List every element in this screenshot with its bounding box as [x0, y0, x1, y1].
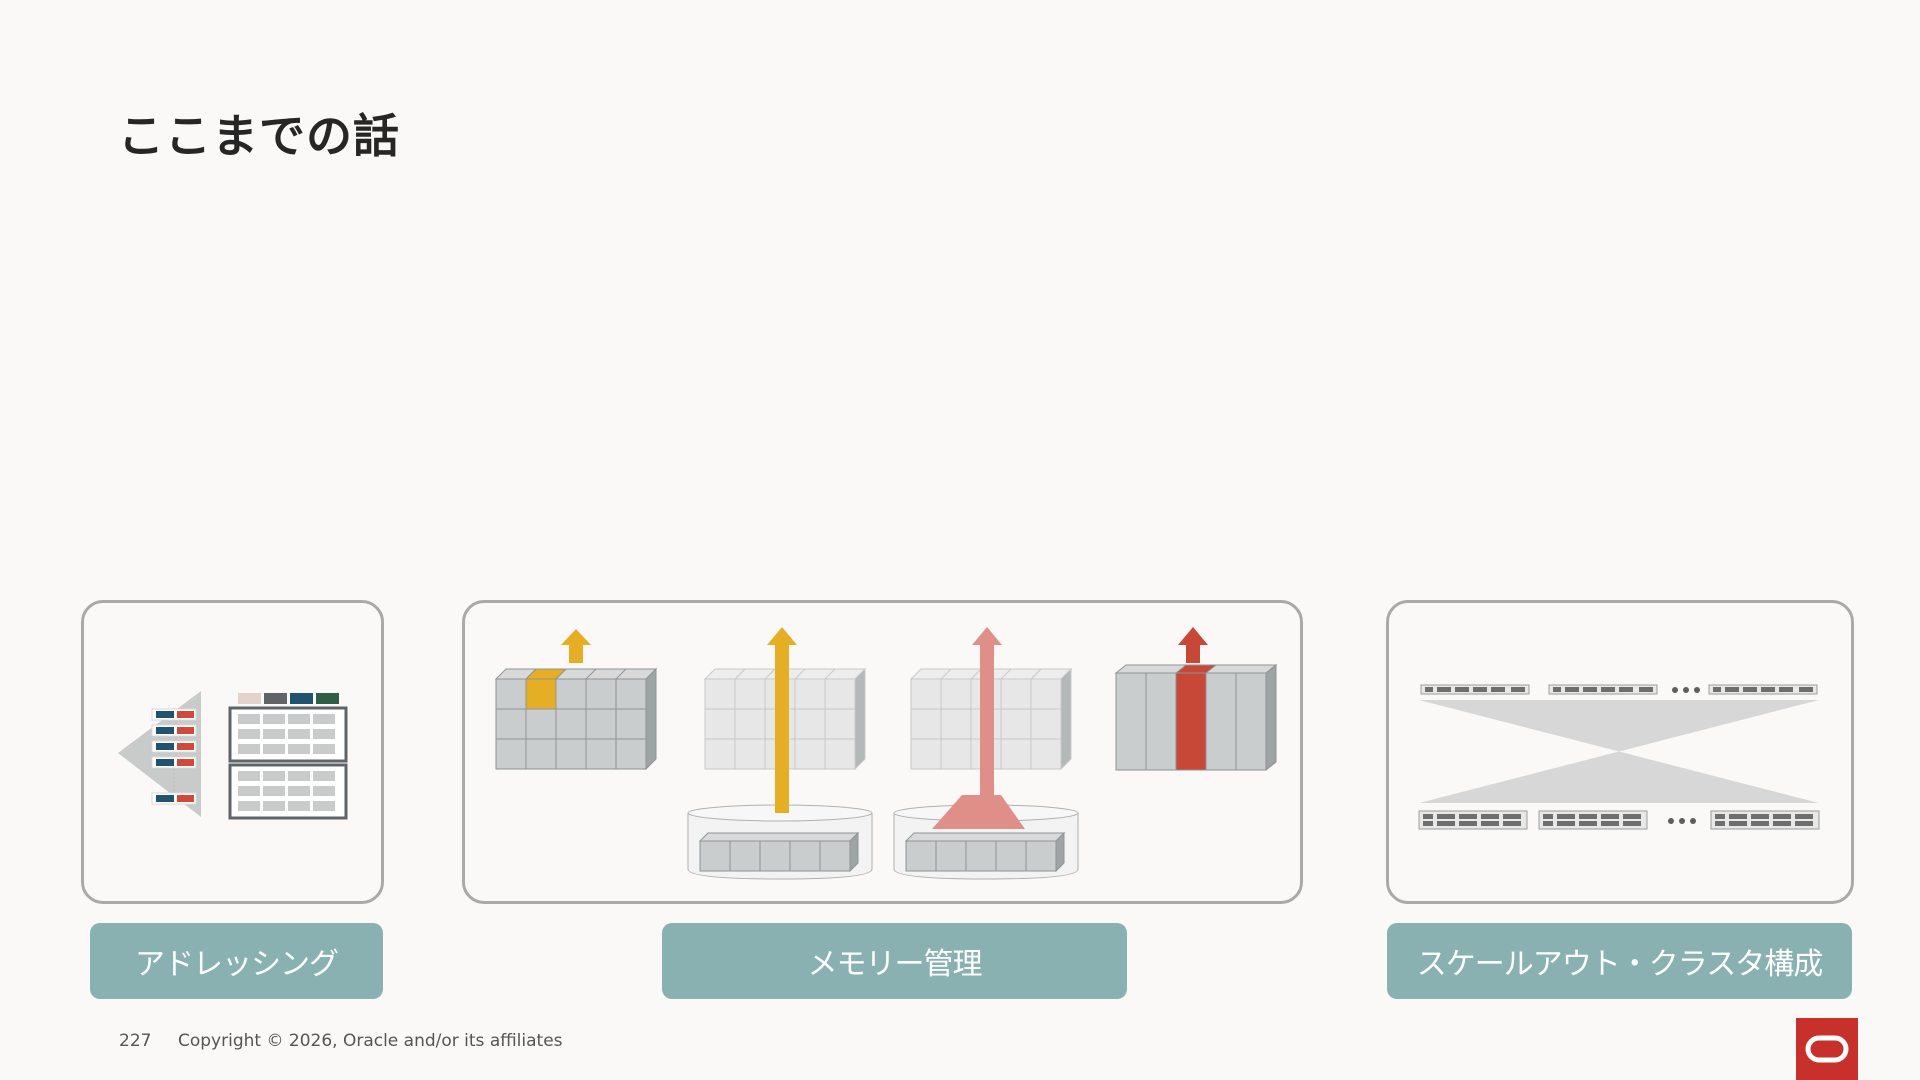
oracle-logo-icon [1796, 1018, 1858, 1080]
addressing-label: アドレッシング [90, 923, 383, 999]
cluster-diagram [1418, 684, 1820, 830]
addressing-diagram [118, 691, 348, 820]
memory-management-panel [462, 600, 1303, 904]
scaleout-cluster-label: スケールアウト・クラスタ構成 [1387, 923, 1852, 999]
scaleout-cluster-panel [1386, 600, 1854, 904]
slide-title: ここまでの話 [118, 109, 400, 163]
memory-management-diagram [495, 627, 1278, 880]
page-number: 227 [119, 1031, 152, 1051]
memory-management-label: メモリー管理 [662, 923, 1127, 999]
copyright-text: Copyright © 2026, Oracle and/or its affi… [178, 1031, 563, 1051]
addressing-panel [81, 600, 384, 904]
